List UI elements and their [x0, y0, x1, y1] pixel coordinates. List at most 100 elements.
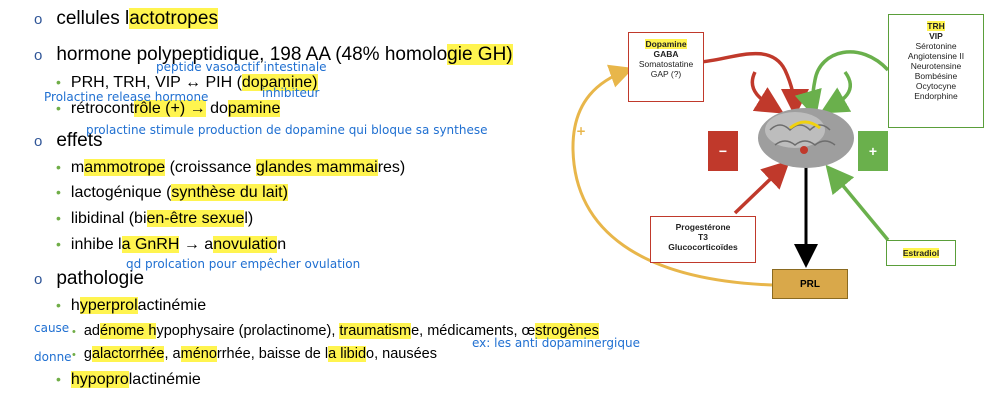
text: m	[70, 159, 85, 176]
text: res)	[377, 159, 406, 176]
dot-bullet-icon: •	[56, 159, 61, 175]
estradiol-box: Estradiol	[886, 240, 956, 266]
box-label: Bombésine	[914, 71, 958, 81]
highlight: dopamine)	[241, 74, 318, 91]
item-hyperprolactinemie: • hyperprolactinémie	[56, 297, 206, 315]
box-label: Progestérone	[675, 222, 731, 232]
box-label: GAP (?)	[650, 69, 682, 79]
item-lactotropes: o cellules lactotropes	[34, 8, 218, 30]
box-label: T3	[698, 232, 708, 242]
highlight: rôle (+) →	[134, 100, 206, 117]
item-lactogenique: • lactogénique (synthèse du lait)	[56, 184, 288, 202]
note-peptide: peptide vasoactif intestinale	[156, 60, 327, 74]
text: h	[70, 297, 80, 314]
text: o, nausées	[366, 346, 437, 362]
dopamine-box: Dopamine GABA Somatostatine GAP (?)	[628, 32, 704, 102]
text: actinémie	[137, 297, 207, 314]
text: pathologie	[56, 268, 145, 289]
dot-bullet-icon: •	[56, 74, 61, 90]
text: lactogénique (	[70, 184, 172, 201]
prl-box: PRL	[772, 269, 848, 299]
item-galactorrhee: •galactorrhée, aménorrhée, baisse de la …	[72, 346, 437, 362]
box-label: Glucocorticoïdes	[668, 242, 738, 252]
inhibit-arrow-loop	[750, 71, 784, 114]
highlight: ammotrope	[84, 159, 166, 176]
note-donne: donne	[34, 350, 72, 364]
dot-bullet-icon: •	[56, 236, 61, 252]
box-label: Ocytocyne	[915, 81, 957, 91]
text: l)	[244, 210, 254, 227]
item-retrocontrole: • rétrocontrôle (+) → dopamine	[56, 100, 281, 118]
dot-bullet-icon: •	[56, 184, 61, 200]
box-label: Somatostatine	[638, 59, 694, 69]
feedback-arrow	[571, 64, 773, 287]
text: n	[277, 236, 287, 253]
text: inhibe l	[70, 236, 122, 253]
text: rétrocont	[70, 100, 135, 117]
text: (croissance	[165, 159, 256, 176]
circle-bullet-icon: o	[34, 133, 43, 150]
note-inhibiteur: inhibiteur	[262, 86, 320, 100]
highlight: méno	[180, 346, 217, 362]
highlight: hypopro	[70, 371, 129, 388]
box-label: Sérotonine	[915, 41, 957, 51]
text: e, médicaments, œ	[411, 323, 536, 339]
item-prh: •PRH, TRH, VIP ↔ PIH (dopamine)	[56, 74, 318, 92]
highlight: actotropes	[129, 8, 218, 29]
box-label: Endorphine	[914, 91, 958, 101]
dot-bullet-icon: •	[56, 100, 61, 116]
text: libidinal (bi	[70, 210, 147, 227]
minus-sign: −	[708, 131, 738, 171]
stimulate-arrow-bottom	[825, 164, 890, 242]
dot-bullet-icon: •	[56, 297, 61, 313]
text: rrhée, baisse de l	[216, 346, 329, 362]
highlight: gie GH)	[447, 44, 513, 65]
box-label: VIP	[929, 31, 943, 41]
highlight: glandes mammai	[255, 159, 378, 176]
item-libidinal: • libidinal (bien-être sexuel)	[56, 210, 253, 228]
text: → a	[179, 236, 214, 253]
highlight: synthèse du lait)	[171, 184, 288, 201]
text: , a	[164, 346, 181, 362]
text: effets	[56, 130, 103, 151]
box-label: Estradiol	[902, 248, 940, 258]
note-cause: cause	[34, 321, 70, 335]
highlight: strogènes	[535, 323, 599, 339]
circle-bullet-icon: o	[34, 11, 43, 28]
circle-bullet-icon: o	[34, 47, 43, 64]
dot-bullet-icon: •	[56, 210, 61, 226]
highlight: pamine	[227, 100, 281, 117]
item-pathologie: o pathologie	[34, 268, 144, 290]
note-prl-release: Prolactine release hormone	[44, 90, 209, 104]
box-label: Dopamine	[645, 39, 687, 49]
dot-bullet-icon: •	[72, 349, 76, 361]
box-label: GABA	[653, 49, 679, 59]
box-label: Angiotensine II	[907, 51, 965, 61]
highlight: alactorrhée	[91, 346, 165, 362]
circle-bullet-icon: o	[34, 271, 43, 288]
plus-sign: +	[858, 131, 888, 171]
note-ex: ex: les anti dopaminergique	[472, 336, 640, 350]
highlight: en-être sexue	[146, 210, 245, 227]
text: ypophysaire (prolactinome),	[156, 323, 340, 339]
text: hormone polypeptidique, 198 AA (48% homo…	[56, 44, 448, 65]
text: do	[205, 100, 228, 117]
item-hormone: o hormone polypeptidique, 198 AA (48% hom…	[34, 44, 513, 66]
note-qd: qd prolcation pour empêcher ovulation	[126, 257, 361, 271]
brain-icon	[758, 108, 854, 168]
feedback-plus: +	[576, 124, 587, 138]
inhibit-arrow-top	[699, 51, 809, 117]
box-label: TRH	[927, 21, 945, 31]
dot-bullet-icon: •	[72, 326, 76, 338]
highlight: énome h	[100, 323, 157, 339]
text: cellules l	[56, 8, 130, 29]
highlight: a GnRH	[121, 236, 180, 253]
item-inhibe: •inhibe la GnRH → anovulation	[56, 236, 286, 254]
stimulate-arrow-loop	[819, 70, 853, 114]
box-label: Neurotensine	[910, 61, 962, 71]
highlight: traumatism	[339, 323, 412, 339]
dot-bullet-icon: •	[56, 371, 61, 387]
trh-box: TRH VIP Sérotonine Angiotensine II Neuro…	[888, 14, 984, 128]
highlight: yperprol	[79, 297, 138, 314]
